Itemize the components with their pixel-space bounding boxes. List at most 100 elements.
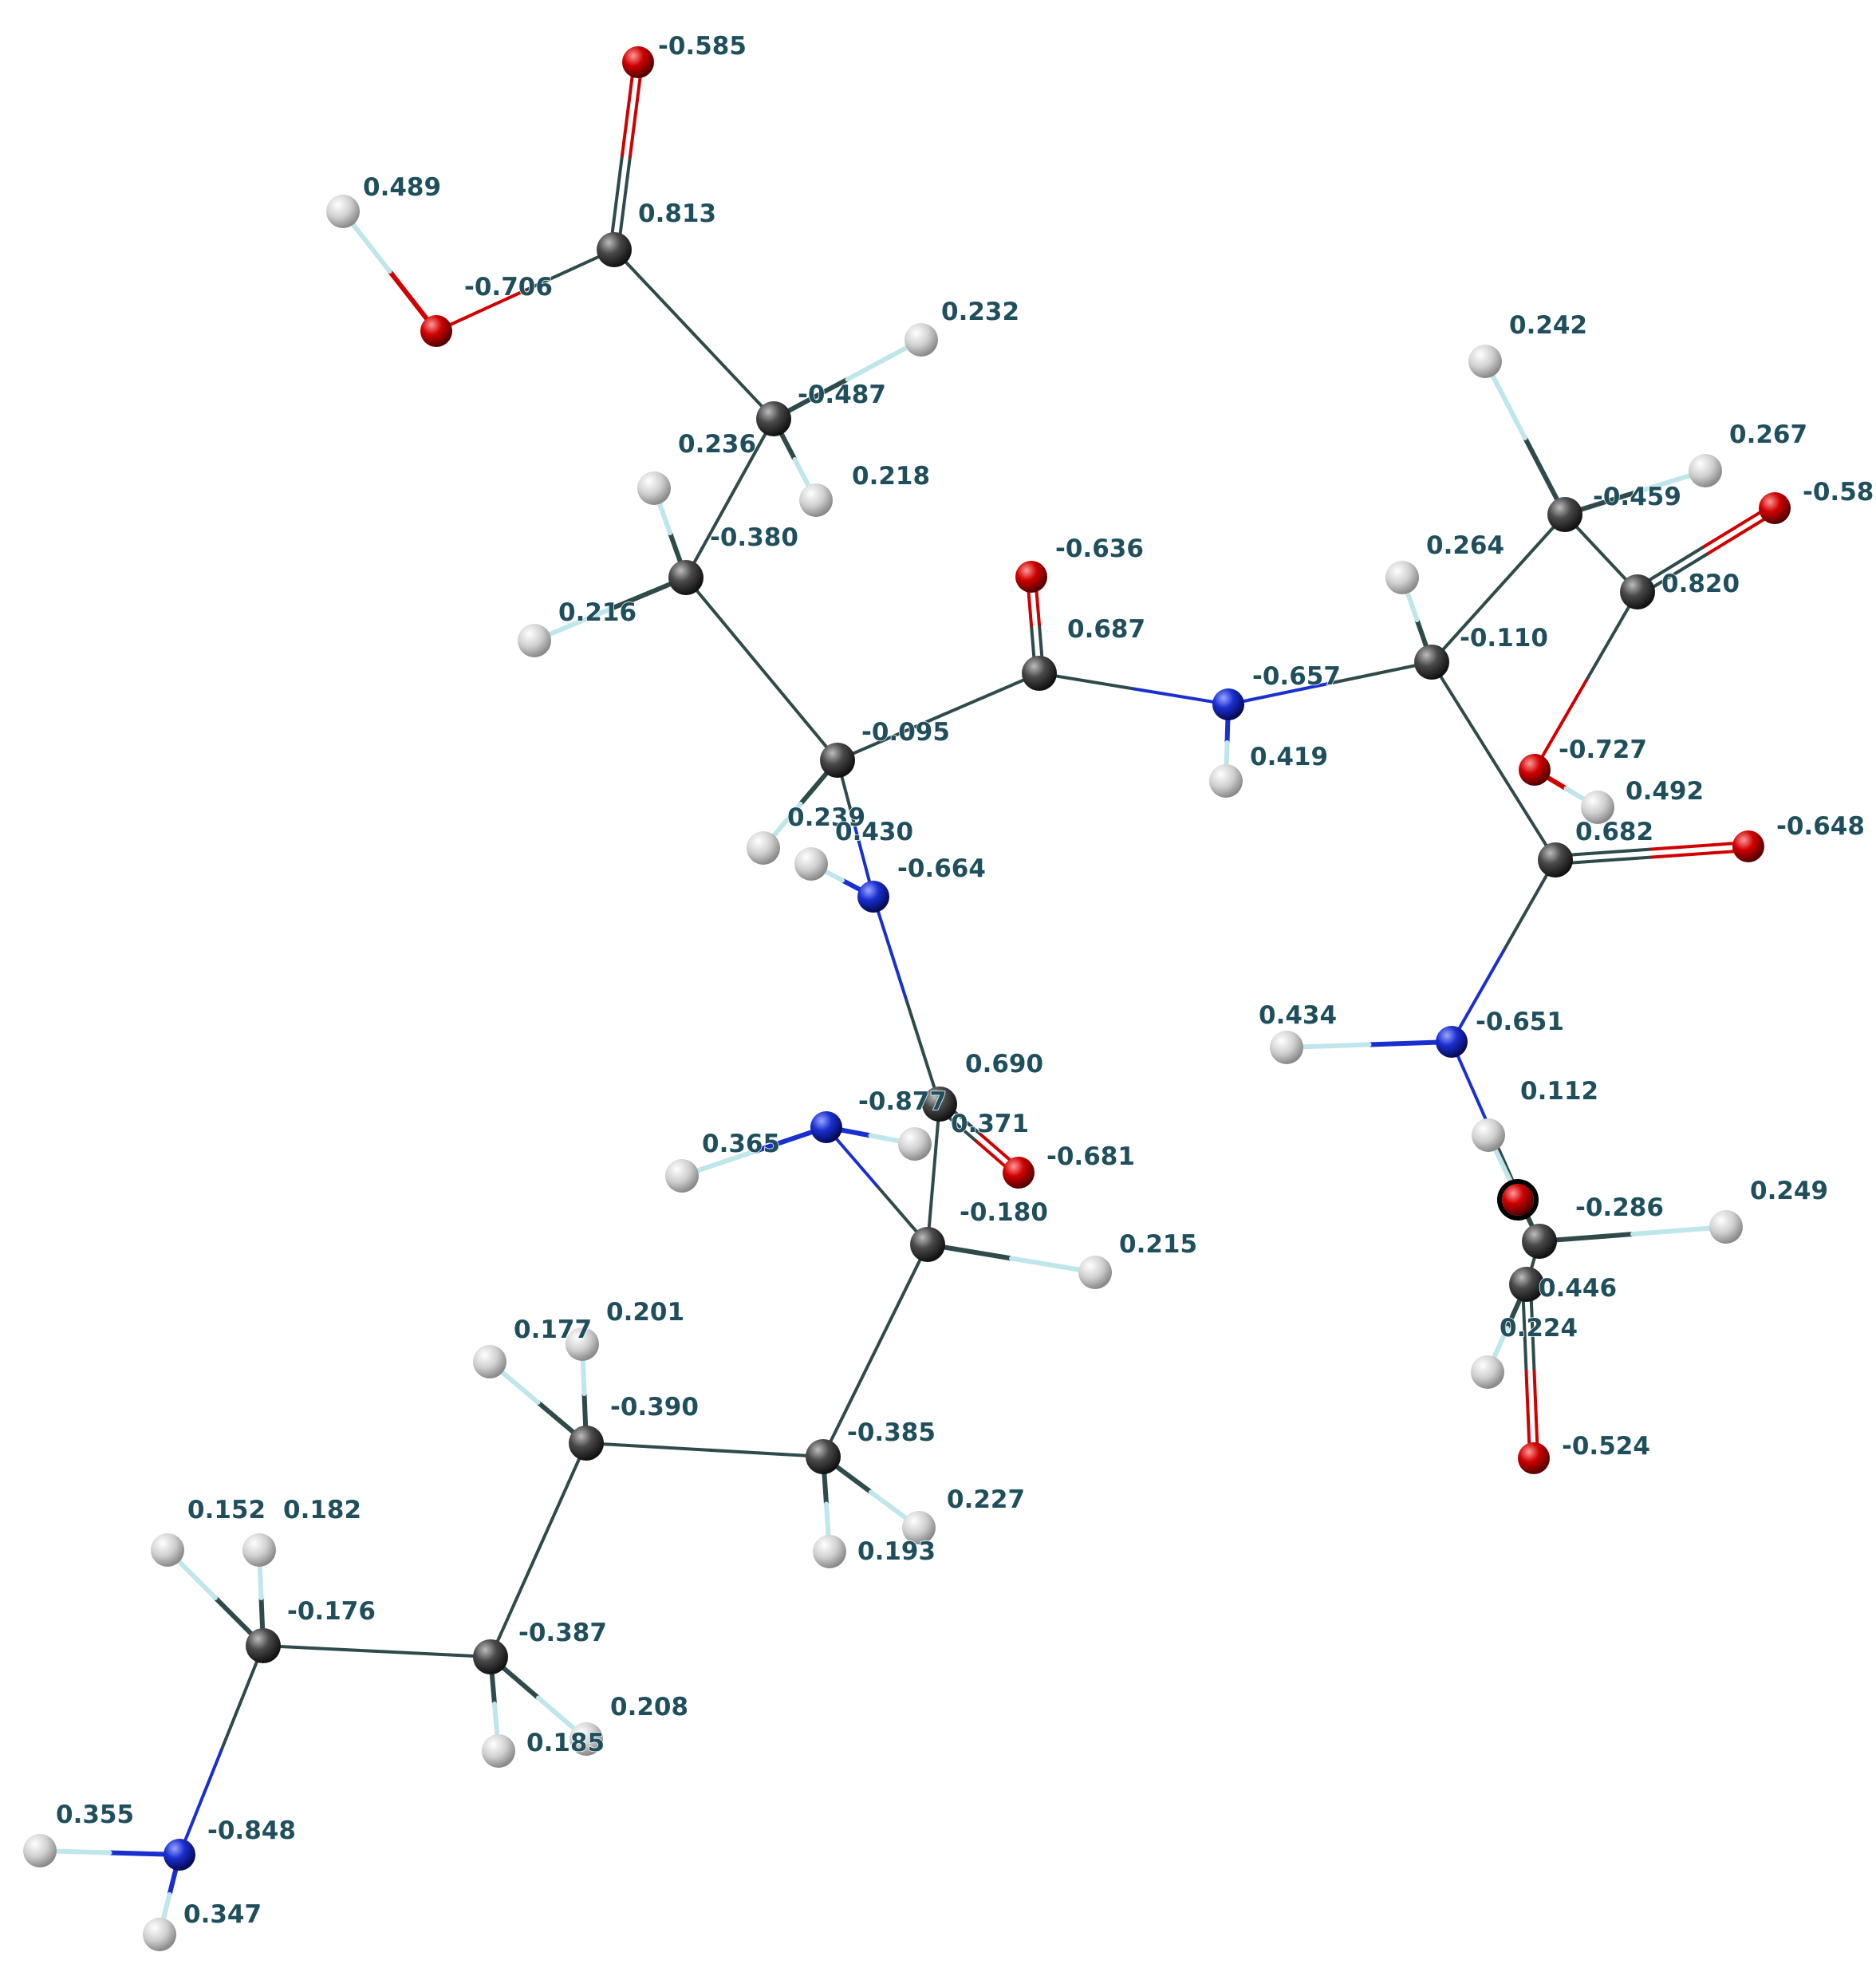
charge-label-h12: 0.492 [1626,777,1704,806]
bond-N1-C8-a [1227,681,1332,706]
charge-label-c3: -0.380 [710,523,798,552]
atom-c7 [1620,574,1655,609]
charge-label-h5: 0.216 [558,598,636,627]
atom-c6 [1547,497,1582,532]
charge-label-h19: 0.224 [1500,1314,1578,1343]
atom-c17 [473,1639,508,1674]
atom-c14 [569,1426,604,1461]
atom-h4 [799,483,833,517]
charge-label-o2: -0.706 [464,273,553,302]
atom-h12 [1581,791,1614,824]
charge-label-c13: 0.446 [1539,1274,1617,1303]
charge-label-h4: 0.218 [852,462,930,491]
bond-C9-O6-2-b [1650,848,1751,859]
charge-label-o1: -0.585 [658,32,747,61]
charge-label-n4: -0.877 [858,1087,947,1116]
atom-h25 [242,1533,276,1567]
bond-C14-C17-b [489,1548,540,1658]
charge-label-n1: -0.657 [1252,662,1341,691]
atom-h24 [151,1533,184,1567]
atom-c4 [1022,656,1057,691]
atom-n1 [1212,688,1244,720]
charge-label-h14: 0.365 [702,1130,780,1158]
charge-label-h17: 0.112 [1520,1077,1598,1106]
charge-label-c8: -0.110 [1460,624,1548,653]
atom-h18 [1709,1210,1743,1244]
charge-label-h16: 0.215 [1119,1230,1197,1259]
bond-C8-C9-a [1430,661,1496,763]
bond-C1-C2-a [613,248,696,336]
charge-label-c14: -0.390 [610,1393,699,1422]
bond-N2-C10-b [905,999,941,1106]
atom-h11 [1385,561,1419,594]
atom-h17 [1472,1118,1505,1152]
charge-label-c10: 0.690 [965,1050,1043,1079]
charge-label-o6: -0.648 [1776,812,1865,841]
atom-h1 [326,195,360,228]
charge-label-o5: -0.727 [1559,736,1647,764]
bond-C11-C15-b [822,1349,877,1458]
bond-N2-C10-a [872,895,908,1002]
charge-label-o7: -0.681 [1046,1142,1135,1171]
atom-h21 [566,1327,599,1361]
atom-o4 [1759,492,1791,524]
bonds-layer [37,60,1779,1937]
charge-label-h25: 0.182 [283,1496,361,1524]
atom-o2 [420,315,452,347]
atom-h16 [1078,1256,1112,1289]
bond-C14-C17-a [537,1441,588,1552]
charge-label-h6: 0.419 [1250,743,1328,771]
bond-C5-C4-a [836,715,940,762]
charge-label-c17: -0.387 [518,1619,607,1647]
atom-o7 [1003,1157,1035,1189]
charge-label-c6: -0.459 [1593,483,1681,511]
bond-C1-O1-2-b [628,61,644,159]
charge-label-o9: -0.524 [1562,1432,1650,1461]
atom-o8-highlight-ring [1497,1179,1539,1221]
charge-label-h23: 0.227 [947,1485,1025,1514]
atom-h6 [1209,764,1243,798]
atom-c1 [597,232,632,267]
atom-h28 [23,1834,57,1867]
atom-h15 [898,1127,932,1161]
atom-c11 [910,1227,945,1262]
atom-c15 [806,1439,841,1474]
charge-label-o4: -0.582 [1803,478,1876,507]
atom-o5 [1519,754,1551,786]
charge-label-c7: 0.820 [1661,570,1740,598]
charge-label-h11: 0.264 [1426,531,1504,560]
charge-label-h20: 0.177 [514,1315,592,1344]
charge-label-h10: 0.267 [1729,420,1807,449]
charge-label-c11: -0.180 [960,1198,1048,1227]
atom-h22 [813,1535,846,1568]
atom-h7 [747,831,780,865]
atom-h27 [570,1722,603,1756]
charge-label-c16: -0.176 [287,1597,376,1626]
charge-label-c15: -0.385 [847,1418,936,1447]
atom-c3 [668,560,704,595]
charge-label-h13: 0.434 [1259,1001,1337,1030]
atom-h10 [1689,454,1722,487]
atom-h23 [902,1511,936,1544]
charge-label-n5: -0.848 [207,1816,296,1845]
atom-c8 [1414,645,1449,680]
bond-C3-C5-a [684,576,763,671]
charge-labels-layer: -0.5850.4890.813-0.7060.232-0.4870.2360.… [55,31,1876,1930]
atom-o1 [622,46,654,78]
atoms-layer [23,46,1791,1951]
charge-label-h3: 0.236 [678,430,756,459]
atom-h26 [482,1734,515,1768]
bond-C4-N1-b [1132,687,1230,706]
bond-C9-N3-b [1450,949,1505,1043]
charge-label-h15: 0.371 [951,1110,1029,1138]
atom-c12 [1522,1224,1557,1259]
bond-C15-C14-b [585,1441,707,1452]
charge-label-c5: -0.095 [861,718,950,747]
atom-h5 [518,624,551,657]
charge-label-h21: 0.201 [606,1298,684,1327]
charge-label-h18: 0.249 [1750,1177,1828,1205]
bond-C5-C4-b [936,672,1041,719]
charge-label-c9: 0.682 [1575,818,1653,846]
bond-C15-C14-a [703,1448,825,1458]
